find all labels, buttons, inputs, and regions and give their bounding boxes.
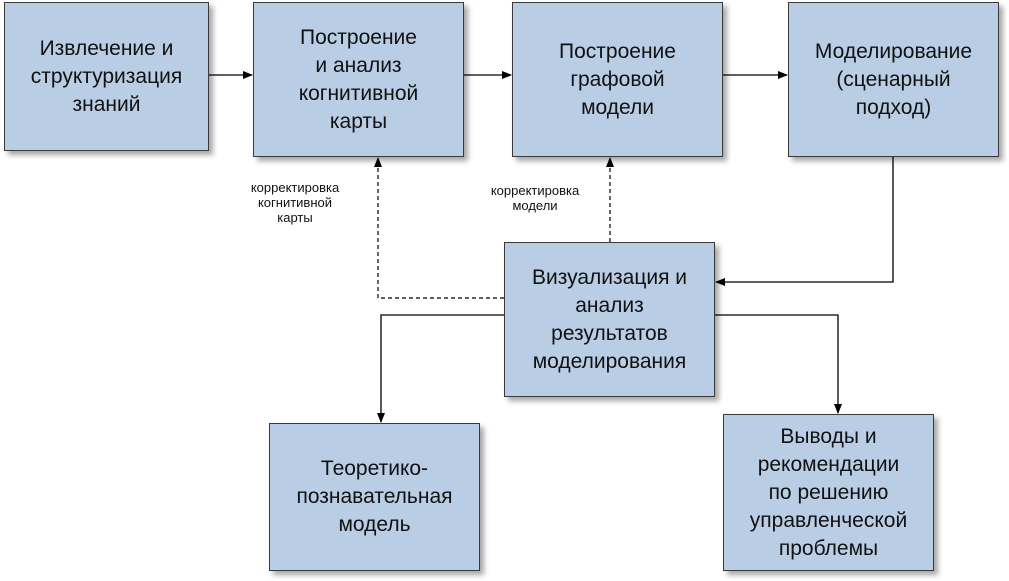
node-modeling-label: Моделирование (сценарный подход) [814,39,973,119]
node-modeling: Моделирование (сценарный подход) [788,2,999,157]
node-visualization-label: Визуализация и анализ результатов модели… [531,265,688,373]
edge-label-model-correction: корректировка модели [490,183,580,213]
node-knowledge-extraction: Извлечение и структуризация знаний [4,2,209,151]
arrow-visual-to-cogmap-dashed [374,157,504,299]
node-cognitive-map: Построение и анализ когнитивной карты [253,2,464,157]
node-graph-model-label: Построение графовой модели [559,39,676,119]
node-conclusions-label: Выводы и рекомендации по решению управле… [749,424,908,560]
arrow-visual-to-theory [377,314,504,423]
edge-label-cognitive-map-correction: корректировка когнитивной карты [250,180,340,225]
node-graph-model: Построение графовой модели [512,2,723,157]
node-theoretical-model: Теоретико- познавательная модель [269,423,480,571]
node-conclusions: Выводы и рекомендации по решению управле… [723,414,934,571]
node-cognitive-map-label: Построение и анализ когнитивной карты [298,25,419,133]
arrow-model-to-visual [715,157,894,286]
node-theoretical-model-label: Теоретико- познавательная модель [296,457,453,536]
node-knowledge-extraction-label: Извлечение и структуризация знаний [30,36,183,116]
node-visualization: Визуализация и анализ результатов модели… [504,242,715,397]
arrow-visual-to-conclusions [715,314,842,414]
